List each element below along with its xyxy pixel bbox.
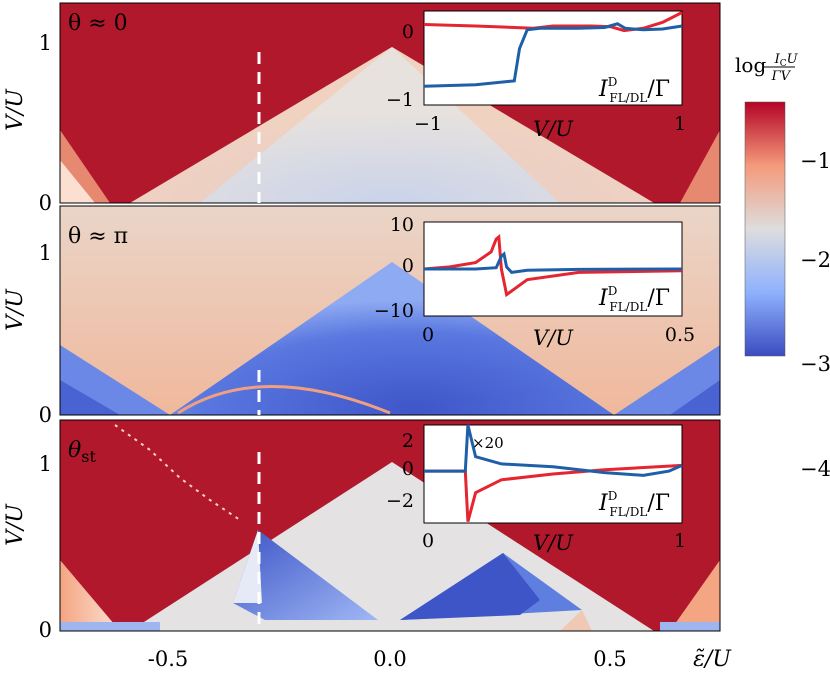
inset-1-red-curve	[423, 11, 683, 33]
cbar-tick-3: −4	[800, 457, 830, 481]
inset-3-xtick-0: 0	[422, 530, 434, 552]
xtick-1: 0.0	[373, 647, 406, 671]
colorbar-gradient	[744, 101, 786, 357]
inset-1-xtick-0: −1	[414, 113, 442, 135]
ylabel-p2: V/U	[3, 288, 28, 331]
cbar-tick-1: −2	[800, 248, 830, 272]
inset-3-xlabel: V/U	[533, 531, 574, 555]
cbar-tick-2: −3	[800, 352, 830, 376]
ylabel-p3: V/U	[3, 503, 28, 546]
x-axis: -0.5 0.0 0.5 ε̃/U	[148, 647, 733, 672]
inset-3-ytick-0: 2	[402, 430, 414, 452]
inset-1-xlabel: V/U	[533, 117, 574, 141]
ytick-p2-1: 1	[39, 241, 52, 265]
inset-2-xtick-0: 0	[422, 324, 434, 346]
inset-2-xlabel: V/U	[533, 326, 574, 350]
inset-2-xtick-1: 0.5	[665, 324, 695, 346]
inset-3-blue-curve	[424, 424, 683, 477]
cbar-tick-0: −1	[800, 149, 830, 173]
inset-2-ytick-2: −10	[374, 300, 414, 322]
ytick-p3-0: 0	[39, 618, 52, 642]
inset-3-ytick-2: −2	[386, 490, 414, 512]
ylabel-p1: V/U	[3, 88, 28, 131]
inset-1-blue-curve	[423, 22, 683, 88]
inset-1-ytick-0: 0	[402, 21, 414, 43]
panel-label-3: θst	[68, 438, 96, 466]
inset-3-annotation: ×20	[472, 434, 504, 452]
heatmap-panel-3	[60, 420, 720, 631]
ytick-p2-0: 0	[39, 403, 52, 427]
xtick-0: -0.5	[148, 647, 189, 671]
inset-3-ytick-1: 0	[402, 458, 414, 480]
x-axis-label: ε̃/U	[693, 647, 732, 672]
panel-label-2: θ ≈ π	[68, 224, 128, 249]
inset-1-ytick-1: −1	[386, 89, 414, 111]
ytick-p1-0: 0	[39, 191, 52, 215]
inset-2-ytick-0: 10	[390, 214, 414, 236]
inset-2-blue-curve	[424, 251, 683, 274]
inset-2-ytick-1: 0	[402, 255, 414, 277]
inset-2-red-curve	[423, 234, 683, 298]
ytick-p3-1: 1	[39, 452, 52, 476]
inset-3-xtick-1: 1	[674, 530, 686, 552]
ytick-p1-1: 1	[39, 31, 52, 55]
xtick-2: 0.5	[593, 647, 626, 671]
panel-label-1: θ ≈ 0	[68, 11, 128, 36]
inset-1-xtick-1: 1	[674, 113, 686, 135]
y-axes: 1 0 1 0 1 0 V/U V/U V/U	[3, 31, 52, 642]
